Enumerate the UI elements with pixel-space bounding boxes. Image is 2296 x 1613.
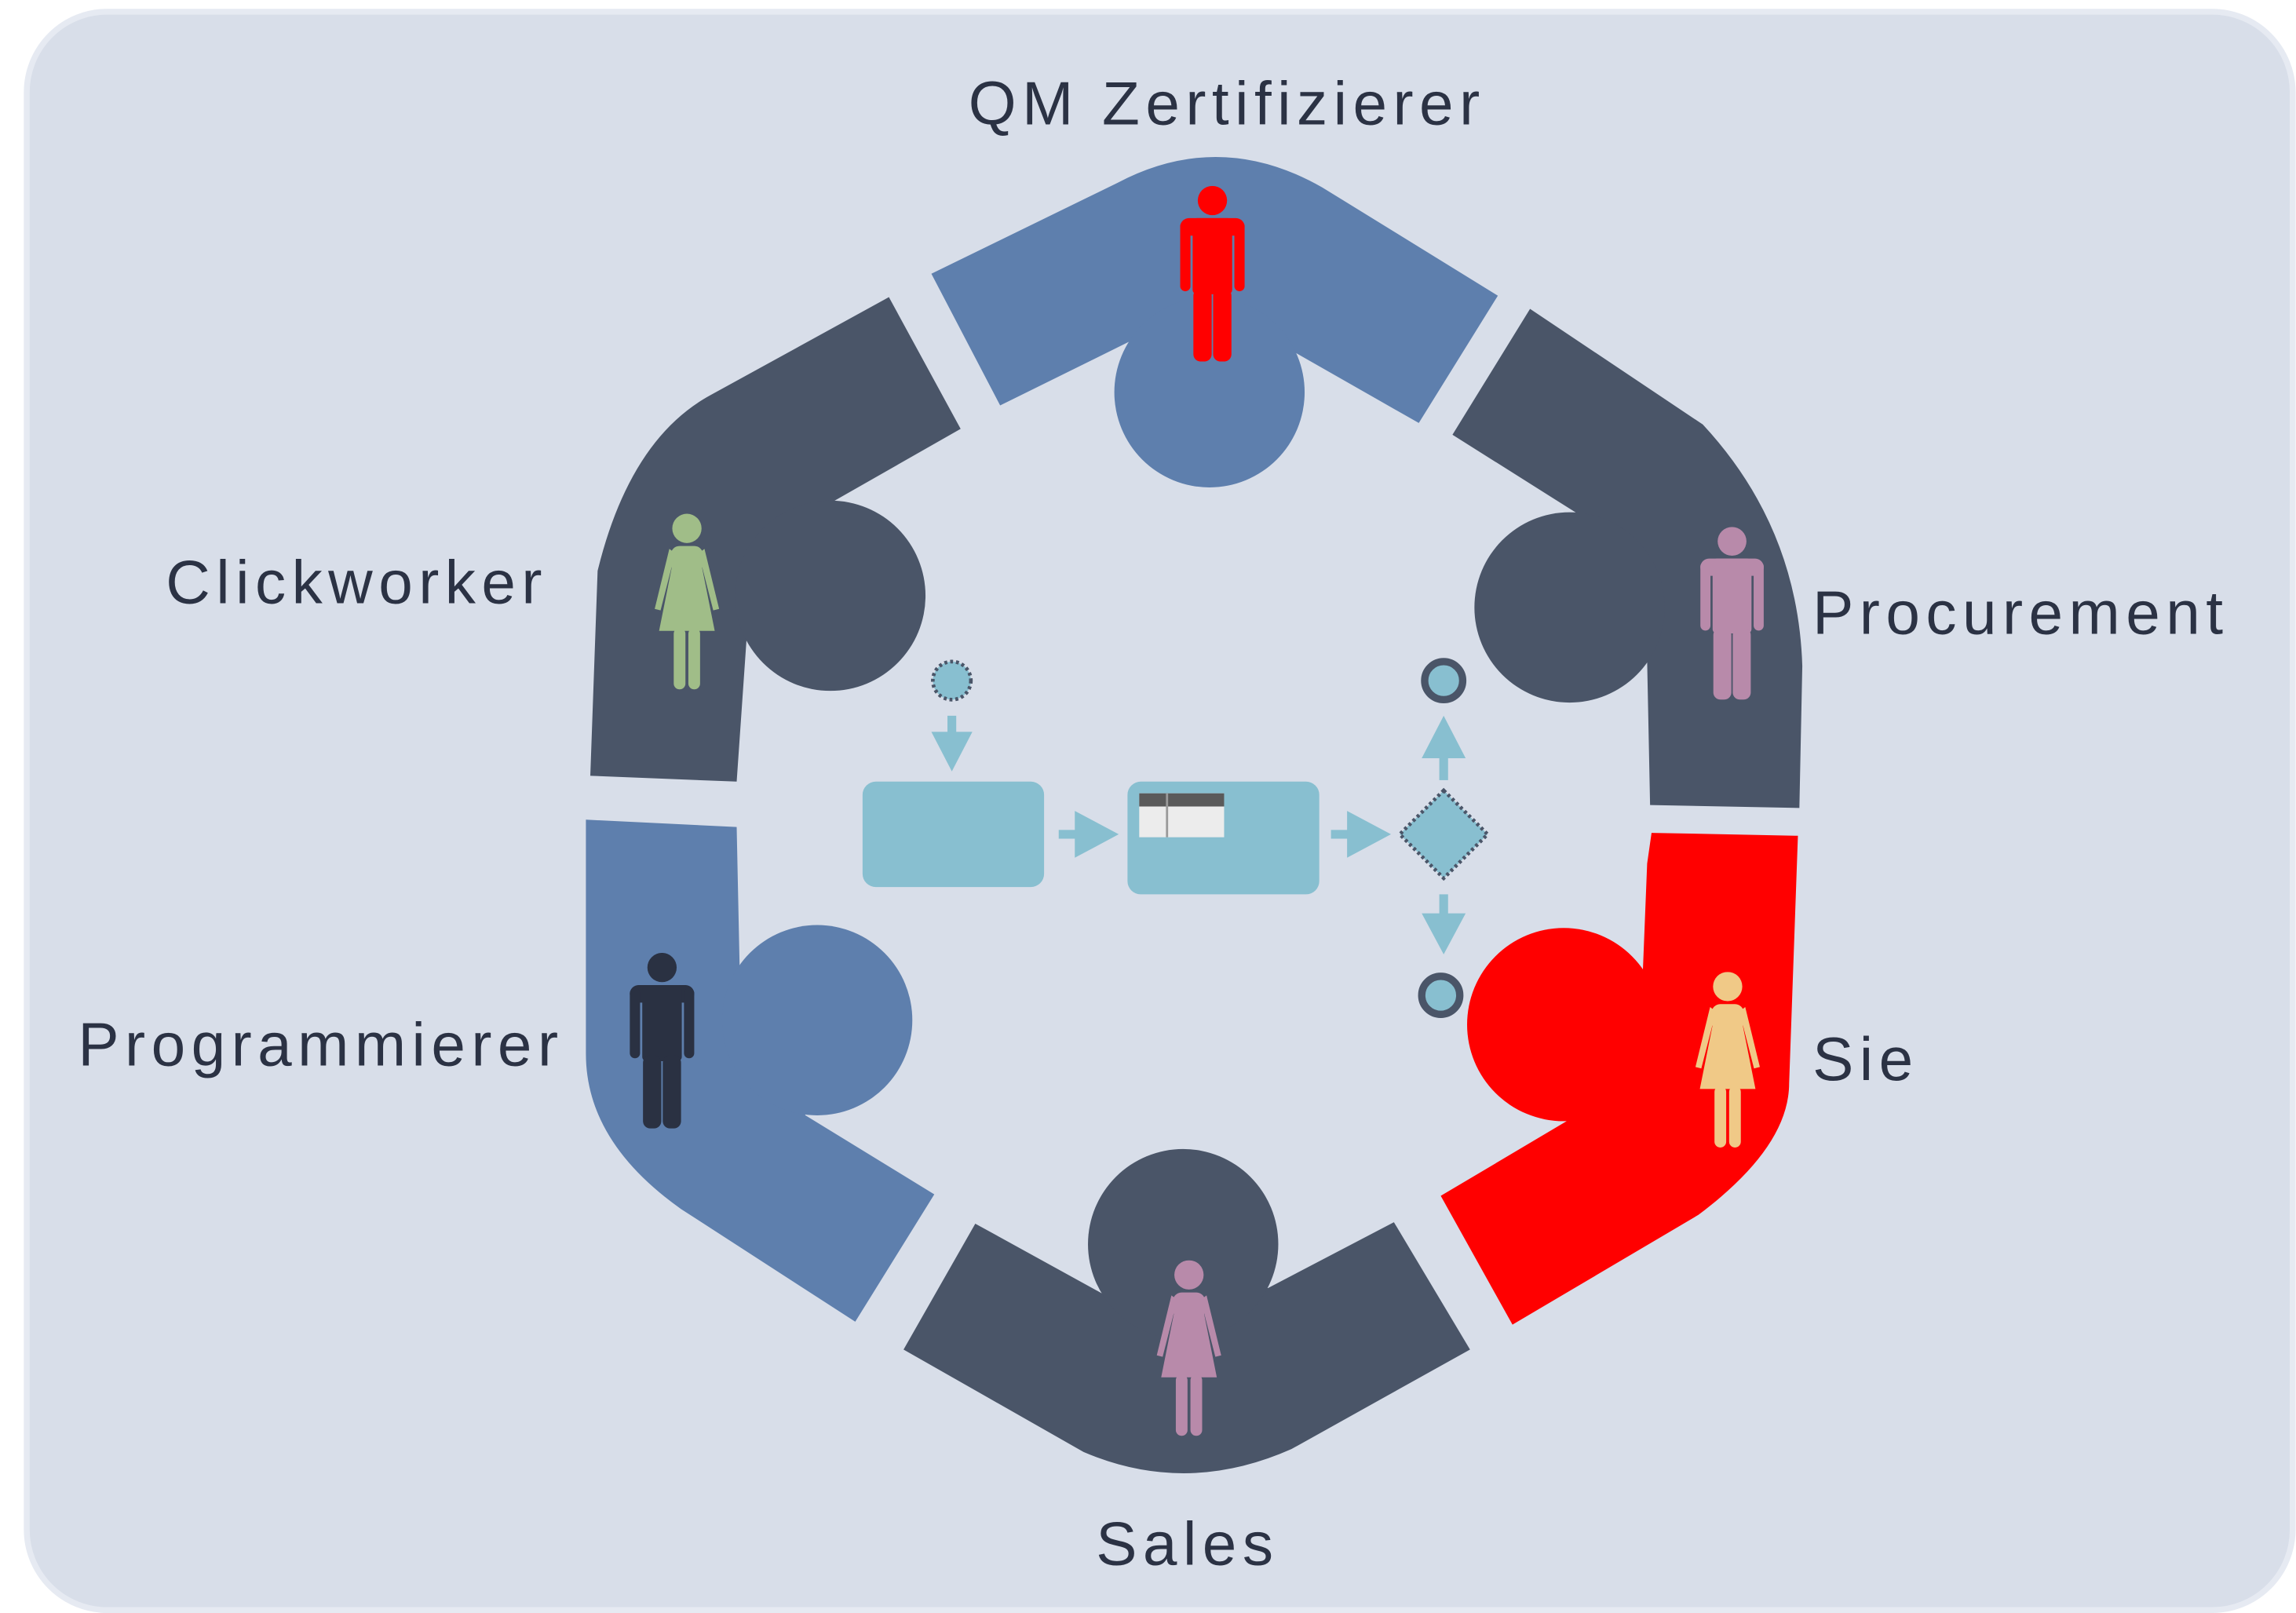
flow-arrow-start-to-task — [931, 715, 973, 772]
flow-arrow-task-to-task — [1058, 811, 1119, 858]
end-event-icon — [1418, 973, 1464, 1018]
segment-qm-zertifizierer-head — [1114, 297, 1305, 487]
flow-arrow-shaft — [947, 715, 957, 734]
label-procurement: Procurement — [1812, 578, 2228, 647]
table-icon-header — [1139, 793, 1225, 807]
task-icon — [862, 781, 1045, 888]
segment-clickworker-head — [735, 500, 926, 692]
segment-programmierer — [586, 819, 935, 1322]
label-sales: Sales — [1096, 1509, 1279, 1578]
flow-arrow-gateway-up — [1422, 715, 1466, 780]
segment-programmierer-head — [721, 925, 913, 1115]
segment-sales-head — [1088, 1148, 1279, 1340]
segment-sie — [1440, 833, 1798, 1325]
process-flow — [862, 658, 1491, 1018]
segment-sie-head — [1467, 928, 1661, 1122]
label-programmierer: Programmierer — [78, 1010, 564, 1079]
label-clickworker: Clickworker — [166, 547, 548, 616]
flow-arrow-head — [1422, 715, 1466, 758]
flow-arrow-head — [1422, 913, 1466, 954]
flow-arrow-head — [931, 732, 973, 772]
flow-arrow-shaft — [1058, 830, 1077, 839]
flow-arrow-head — [1075, 811, 1119, 858]
segment-procurement-head — [1474, 512, 1665, 703]
table-task-icon — [1127, 781, 1320, 895]
flow-arrow-task-to-gateway — [1331, 811, 1392, 858]
gateway-icon — [1396, 787, 1491, 881]
flow-arrow-gateway-down — [1422, 894, 1466, 954]
flow-arrow-shaft — [1331, 830, 1349, 839]
outlined-process-nodes — [931, 658, 1491, 1018]
flow-arrow-shaft — [1439, 894, 1448, 915]
flow-arrow-head — [1347, 811, 1392, 858]
label-qm-zertifizierer: QM Zertifizierer — [969, 69, 1486, 138]
end-event-icon — [1421, 658, 1467, 704]
flow-arrow-shaft — [1439, 757, 1448, 780]
label-sie: Sie — [1812, 1024, 1919, 1093]
start-event-icon — [931, 659, 973, 702]
